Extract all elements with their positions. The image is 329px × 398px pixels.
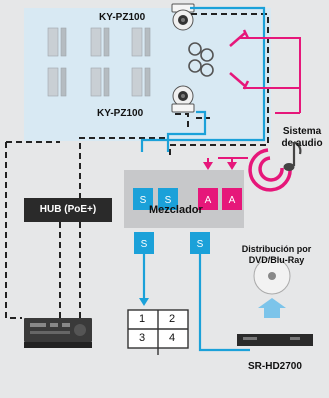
audio-system-label: Sistema de audio bbox=[281, 126, 323, 149]
mixer-label: Mezclador bbox=[149, 204, 203, 216]
monitor-cell-1: 1 bbox=[139, 313, 146, 325]
mixer-input-port-a2: A bbox=[222, 188, 242, 210]
distribution-label: Distribución por DVD/Blu-Ray bbox=[241, 244, 312, 265]
arrow-audio-in bbox=[203, 162, 213, 170]
note-glyph bbox=[283, 141, 302, 171]
mixer-input-port-s1: S bbox=[133, 188, 153, 210]
monitor-cell-2: 2 bbox=[169, 313, 176, 325]
camera-bottom-label: KY-PZ100 bbox=[97, 108, 144, 119]
remote-controller-icon bbox=[24, 318, 92, 348]
up-arrow-icon bbox=[258, 298, 286, 318]
disc-icon bbox=[253, 257, 291, 295]
video-lines bbox=[140, 6, 266, 352]
microphone-icons bbox=[229, 29, 250, 90]
mixer-input-port-a1: A bbox=[198, 188, 218, 210]
recorder-device-icon bbox=[237, 334, 313, 346]
monitor-cell-3: 3 bbox=[139, 332, 146, 344]
camera-bottom-icon bbox=[171, 85, 195, 113]
arrow-to-monitor bbox=[139, 298, 149, 306]
camera-top-icon bbox=[171, 3, 195, 31]
monitor-cell-4: 4 bbox=[169, 332, 176, 344]
recorder-label: SR-HD2700 bbox=[248, 361, 302, 372]
music-note-icon bbox=[248, 148, 292, 192]
network-lines bbox=[5, 13, 269, 320]
audio-lines bbox=[207, 37, 301, 168]
hub-box: HUB (PoE+) bbox=[24, 198, 112, 222]
studio-panels bbox=[47, 27, 151, 97]
mixer-output-port-s1: S bbox=[134, 232, 154, 254]
arrow-audio-in2 bbox=[227, 162, 237, 170]
mixer-output-port-s2: S bbox=[190, 232, 210, 254]
mixer-input-port-s2: S bbox=[158, 188, 178, 210]
camera-top-label: KY-PZ100 bbox=[99, 12, 146, 23]
monitor-icon bbox=[127, 309, 189, 355]
presenters-icon bbox=[188, 42, 214, 77]
